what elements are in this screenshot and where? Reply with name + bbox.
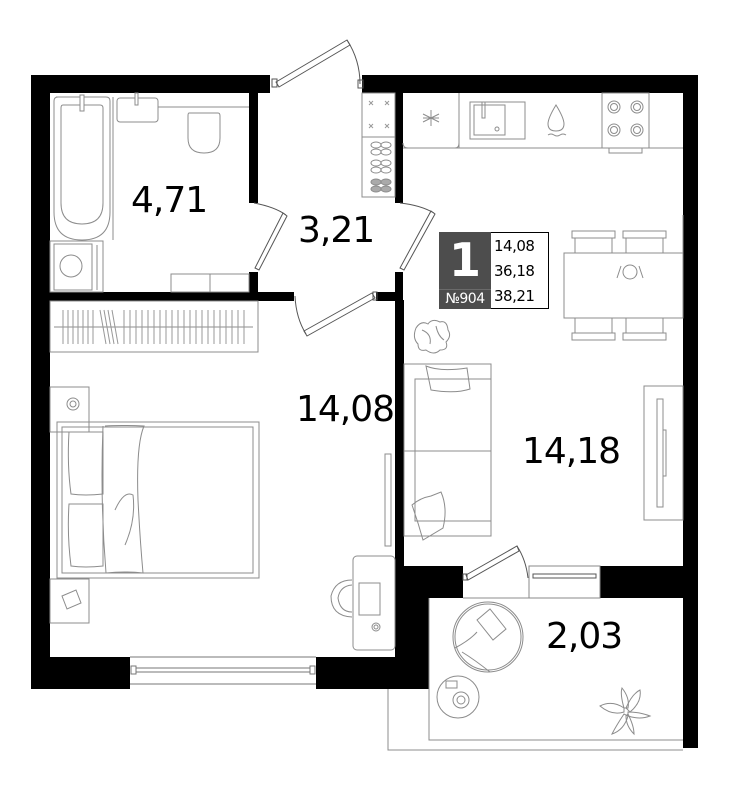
- balcony-door: [462, 545, 601, 599]
- plant-icon: [413, 319, 451, 354]
- room-area-kitchen-living: 14,18: [522, 431, 621, 472]
- total-living-area: 36,18: [494, 261, 535, 280]
- entrance-door: [271, 39, 364, 89]
- room-area-hallway: 3,21: [298, 210, 375, 251]
- snowflake-icon: [422, 110, 440, 126]
- apartment-areas: 14,08 36,18 38,21: [491, 232, 549, 309]
- apartment-type-block: 1 №904: [439, 232, 491, 309]
- apartment-info-badge: 1 №904 14,08 36,18 38,21: [439, 232, 549, 309]
- kitchen-fixtures: [402, 92, 684, 341]
- total-area: 38,21: [494, 286, 535, 305]
- hallway-storage: [361, 92, 396, 198]
- bedroom-door: [294, 291, 378, 337]
- living-area: 14,08: [494, 236, 535, 255]
- room-area-bedroom: 14,08: [296, 389, 395, 430]
- walls: [31, 75, 698, 748]
- apartment-number: №904: [439, 289, 491, 308]
- room-area-balcony: 2,03: [546, 616, 623, 657]
- bedroom-window: [130, 656, 316, 685]
- bedroom-furniture: [49, 300, 396, 651]
- rooms-count: 1: [448, 233, 481, 287]
- shoes-icon: [370, 141, 392, 193]
- kitchen-door: [399, 202, 436, 271]
- water-drop-icon: [547, 104, 565, 132]
- living-furniture: [403, 319, 684, 541]
- bathroom-door: [253, 202, 288, 271]
- room-area-bathroom: 4,71: [131, 180, 208, 221]
- palm-plant-icon: [599, 686, 652, 736]
- bathroom-fixtures: [49, 92, 250, 293]
- balcony: [387, 597, 683, 751]
